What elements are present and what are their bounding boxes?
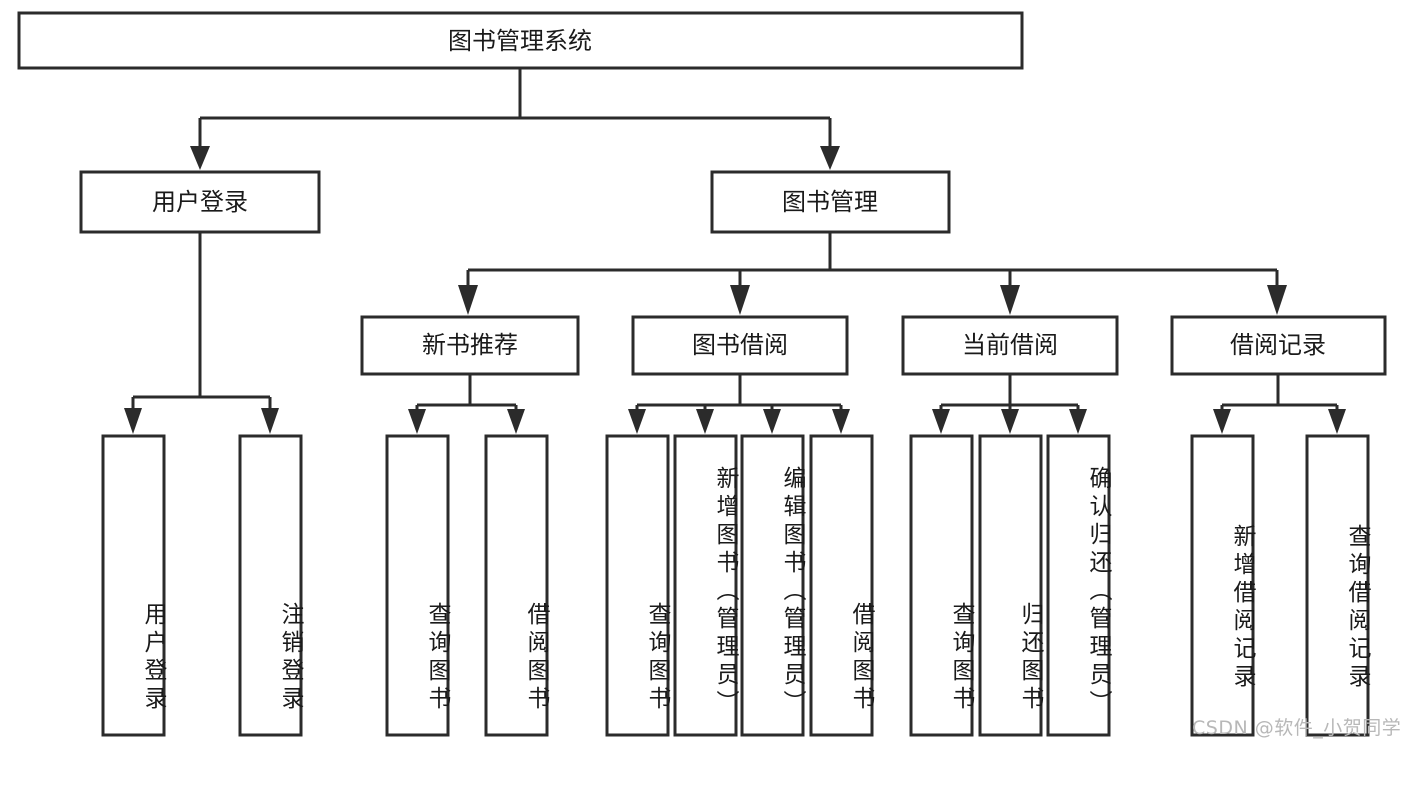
leaf-box-8[interactable] bbox=[809, 434, 874, 737]
flowchart-diagram: 图书管理系统 用户登录 图书管理 bbox=[17, 11, 1402, 739]
node-book-management-label: 图书管理 bbox=[782, 188, 878, 216]
csdn-watermark: CSDN @软件_小贺同学 bbox=[1192, 717, 1402, 739]
node-current-borrow[interactable]: 当前借阅 bbox=[901, 315, 1119, 376]
arrowhead-level3-2-icon bbox=[730, 285, 750, 315]
leaf-box-6[interactable] bbox=[673, 434, 738, 737]
node-book-borrow[interactable]: 图书借阅 bbox=[631, 315, 849, 376]
node-new-book-recommend-box[interactable] bbox=[360, 315, 580, 376]
arrowhead-leaf-5-icon bbox=[628, 409, 646, 434]
node-borrow-record[interactable]: 借阅记录 bbox=[1170, 315, 1387, 376]
arrowhead-leaf-8-icon bbox=[832, 409, 850, 434]
node-book-management[interactable]: 图书管理 bbox=[710, 170, 951, 234]
arrowhead-leaf-1-icon bbox=[124, 408, 142, 434]
node-root[interactable]: 图书管理系统 bbox=[17, 11, 1024, 70]
leaf-box-2[interactable] bbox=[238, 434, 303, 737]
leaf-box-9[interactable] bbox=[909, 434, 974, 737]
arrowhead-leaf-7-icon bbox=[763, 409, 781, 434]
flowchart-canvas: 图书管理系统 用户登录 图书管理 bbox=[17, 11, 1387, 737]
leaf-box-12[interactable] bbox=[1190, 434, 1255, 737]
node-book-borrow-label: 图书借阅 bbox=[692, 331, 788, 359]
leaf-box-11[interactable] bbox=[1046, 434, 1111, 737]
leaf-box-4[interactable] bbox=[484, 434, 549, 737]
leaf-box-7[interactable] bbox=[740, 434, 805, 737]
node-new-book-recommend-label: 新书推荐 bbox=[422, 331, 518, 359]
arrowhead-leaf-13-icon bbox=[1328, 409, 1346, 434]
node-root-label: 图书管理系统 bbox=[448, 27, 592, 55]
leaf-box-3[interactable] bbox=[385, 434, 450, 737]
leaf-box-5[interactable] bbox=[605, 434, 670, 737]
arrowhead-leaf-9-icon bbox=[932, 409, 950, 434]
arrowhead-leaf-11-icon bbox=[1069, 409, 1087, 434]
arrowhead-leaf-10-icon bbox=[1001, 409, 1019, 434]
arrowhead-level2-1-icon bbox=[190, 146, 210, 170]
node-book-borrow-box[interactable] bbox=[631, 315, 849, 376]
node-borrow-record-box[interactable] bbox=[1170, 315, 1387, 376]
node-current-borrow-box[interactable] bbox=[901, 315, 1119, 376]
node-current-borrow-label: 当前借阅 bbox=[962, 331, 1058, 359]
node-user-login[interactable]: 用户登录 bbox=[79, 170, 321, 234]
arrowhead-level3-4-icon bbox=[1267, 285, 1287, 315]
node-book-management-box[interactable] bbox=[710, 170, 951, 234]
arrowhead-leaf-3-icon bbox=[408, 409, 426, 434]
leaf-box-10[interactable] bbox=[978, 434, 1043, 737]
leaf-box-1[interactable] bbox=[101, 434, 166, 737]
arrowhead-level3-1-icon bbox=[458, 285, 478, 315]
node-root-box[interactable] bbox=[17, 11, 1024, 70]
arrowhead-level3-3-icon bbox=[1000, 285, 1020, 315]
node-borrow-record-label: 借阅记录 bbox=[1230, 331, 1326, 359]
arrowhead-leaf-4-icon bbox=[507, 409, 525, 434]
arrowhead-leaf-12-icon bbox=[1213, 409, 1231, 434]
arrowhead-leaf-6-icon bbox=[696, 409, 714, 434]
leaf-box-13[interactable] bbox=[1305, 434, 1370, 737]
arrowhead-level2-2-icon bbox=[820, 146, 840, 170]
node-user-login-label: 用户登录 bbox=[152, 188, 248, 216]
arrowhead-leaf-2-icon bbox=[261, 408, 279, 434]
node-new-book-recommend[interactable]: 新书推荐 bbox=[360, 315, 580, 376]
